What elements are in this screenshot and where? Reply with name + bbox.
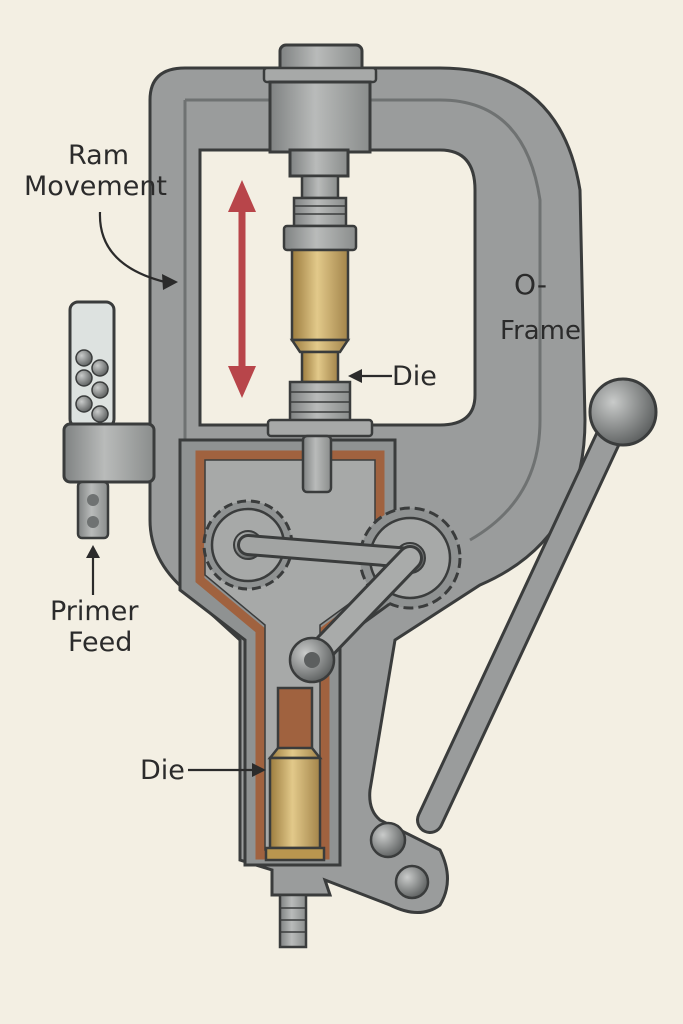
primer-feed bbox=[62, 300, 156, 540]
ram-movement-label-line1: Ram bbox=[68, 140, 130, 171]
operating-handle bbox=[369, 377, 658, 900]
primer-feed-label-line2: Feed bbox=[68, 627, 133, 658]
primer-feed-label: Primer Feed bbox=[50, 596, 160, 658]
die-lower-label: Die bbox=[140, 755, 185, 786]
frame-label-line2: Frame bbox=[500, 316, 582, 346]
primer-feed-label-line1: Primer bbox=[50, 596, 139, 627]
linkage-arms bbox=[237, 534, 423, 684]
bottom-bolt bbox=[278, 893, 308, 949]
ram-movement-arrow bbox=[228, 180, 256, 398]
ram-movement-label: Ram Movement bbox=[24, 140, 174, 202]
die-upper-label: Die bbox=[392, 361, 437, 392]
frame-label-line1: O- bbox=[514, 268, 547, 301]
upper-die bbox=[266, 196, 374, 438]
callout-leaders bbox=[91, 211, 392, 772]
frame-label: O- Frame bbox=[500, 262, 610, 354]
ram-movement-label-line2: Movement bbox=[24, 171, 168, 202]
lower-die bbox=[264, 686, 326, 862]
